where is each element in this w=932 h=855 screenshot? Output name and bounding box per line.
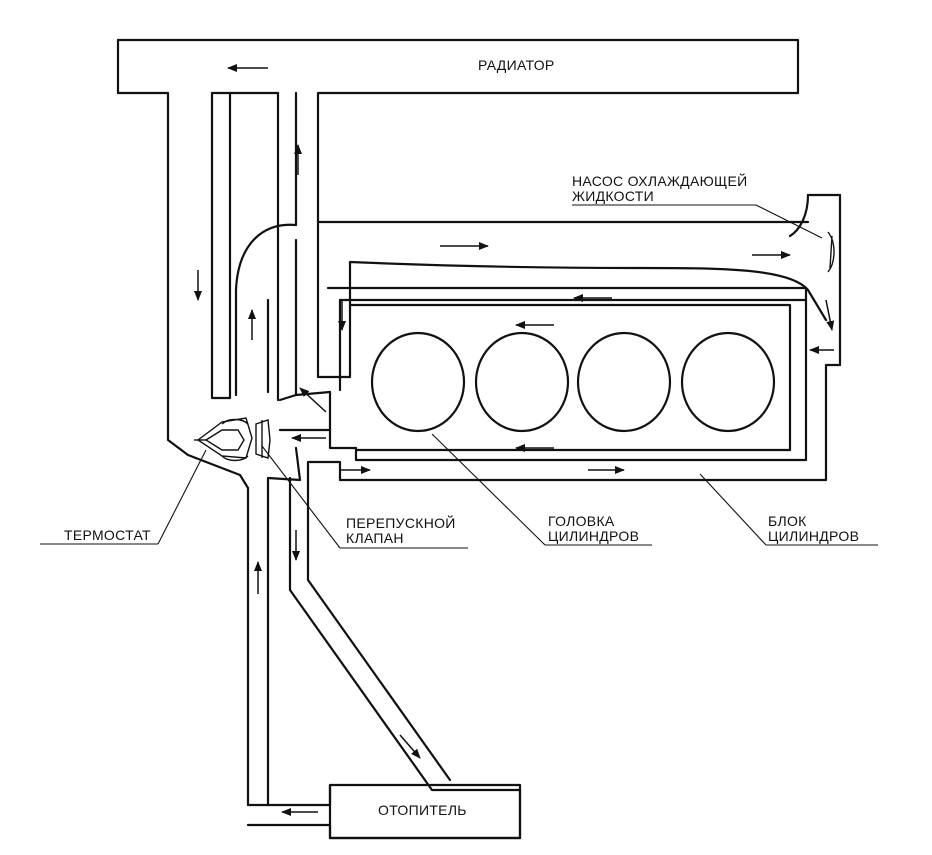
- cylinder-head-jacket: [326, 286, 808, 462]
- flow-arrows: [194, 64, 835, 816]
- pump-label-line1: НАСОС ОХЛАЖДАЮЩЕЙ: [572, 172, 747, 189]
- pump-volute: [788, 193, 810, 238]
- bypass-valve-icon: [255, 419, 271, 459]
- thermostat-icon: [194, 417, 253, 462]
- radiator-label: РАДИАТОР: [478, 57, 555, 73]
- cylinder-3: [576, 331, 672, 433]
- thermostat-label: ТЕРМОСТАТ: [64, 527, 151, 543]
- heater-label: ОТОПИТЕЛЬ: [378, 802, 467, 818]
- cylinder-1: [370, 331, 466, 433]
- cylinder-4: [680, 331, 776, 433]
- head-label-line2: ЦИЛИНДРОВ: [548, 528, 639, 544]
- pump-leader-diag: [755, 204, 823, 239]
- thermostat-housing: [266, 390, 332, 807]
- head-label-line1: ГОЛОВКА: [548, 513, 615, 529]
- block-label-line1: БЛОК: [768, 513, 807, 529]
- radiator-tank-left: [116, 38, 332, 807]
- block-leader-diag: [699, 473, 767, 546]
- head-leader-diag: [431, 433, 546, 546]
- bypass-label-line1: ПЕРЕПУСКНОЙ: [346, 514, 456, 531]
- water-pump-icon: [827, 231, 835, 273]
- pump-label-line2: ЖИДКОСТИ: [572, 188, 654, 204]
- thermostat-leader-diag: [157, 449, 207, 545]
- pump-housing: [306, 193, 842, 782]
- radiator-inlet-pipe: [234, 91, 298, 397]
- cylinder-block-inner: [338, 298, 792, 452]
- cylinder-2: [474, 331, 570, 433]
- radiator-return-pipe: [210, 91, 232, 400]
- bypass-leader-diag: [261, 445, 341, 549]
- bypass-label-line2: КЛАПАН: [346, 530, 404, 546]
- radiator-tank: [116, 38, 810, 224]
- heater-box: [328, 783, 522, 840]
- block-label-line2: ЦИЛИНДРОВ: [768, 528, 859, 544]
- pump-upper-line: [316, 220, 828, 379]
